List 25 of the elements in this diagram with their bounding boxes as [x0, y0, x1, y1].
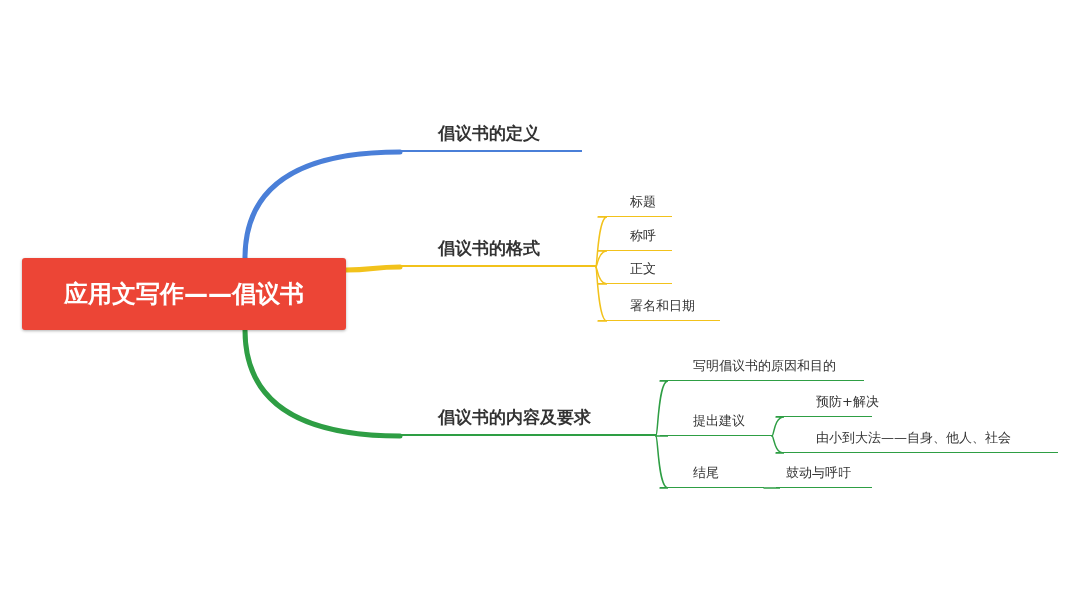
topic-text: 倡议书的定义 [438, 122, 540, 145]
branch-line [595, 250, 608, 268]
topic-text: 署名和日期 [630, 297, 695, 315]
topic-text: 写明倡议书的原因和目的 [693, 357, 836, 375]
central-topic-box [22, 258, 346, 330]
branch-line [595, 266, 608, 285]
topic-text: 提出建议 [693, 412, 745, 430]
branch-line [771, 435, 785, 454]
branch-line [242, 327, 403, 439]
branch-line [655, 435, 669, 437]
topic-text: 鼓动与呼吁 [786, 464, 851, 482]
topic-text: 倡议书的格式 [438, 237, 540, 260]
topic-text: 称呼 [630, 227, 656, 245]
topic-text: 正文 [630, 260, 656, 278]
branch-line [655, 435, 669, 489]
topic-text: 倡议书的内容及要求 [438, 406, 591, 429]
topic-text: 由小到大法——自身、他人、社会 [816, 429, 1011, 447]
branch-line [595, 266, 608, 322]
branch-line [763, 487, 781, 489]
topic-text: 标题 [630, 193, 656, 211]
branch-line [242, 149, 403, 261]
branch-line [771, 416, 785, 437]
central-topic-text: 应用文写作——倡议书 [64, 279, 304, 310]
topic-text: 预防+解决 [816, 393, 879, 411]
topic-text: 结尾 [693, 464, 719, 482]
